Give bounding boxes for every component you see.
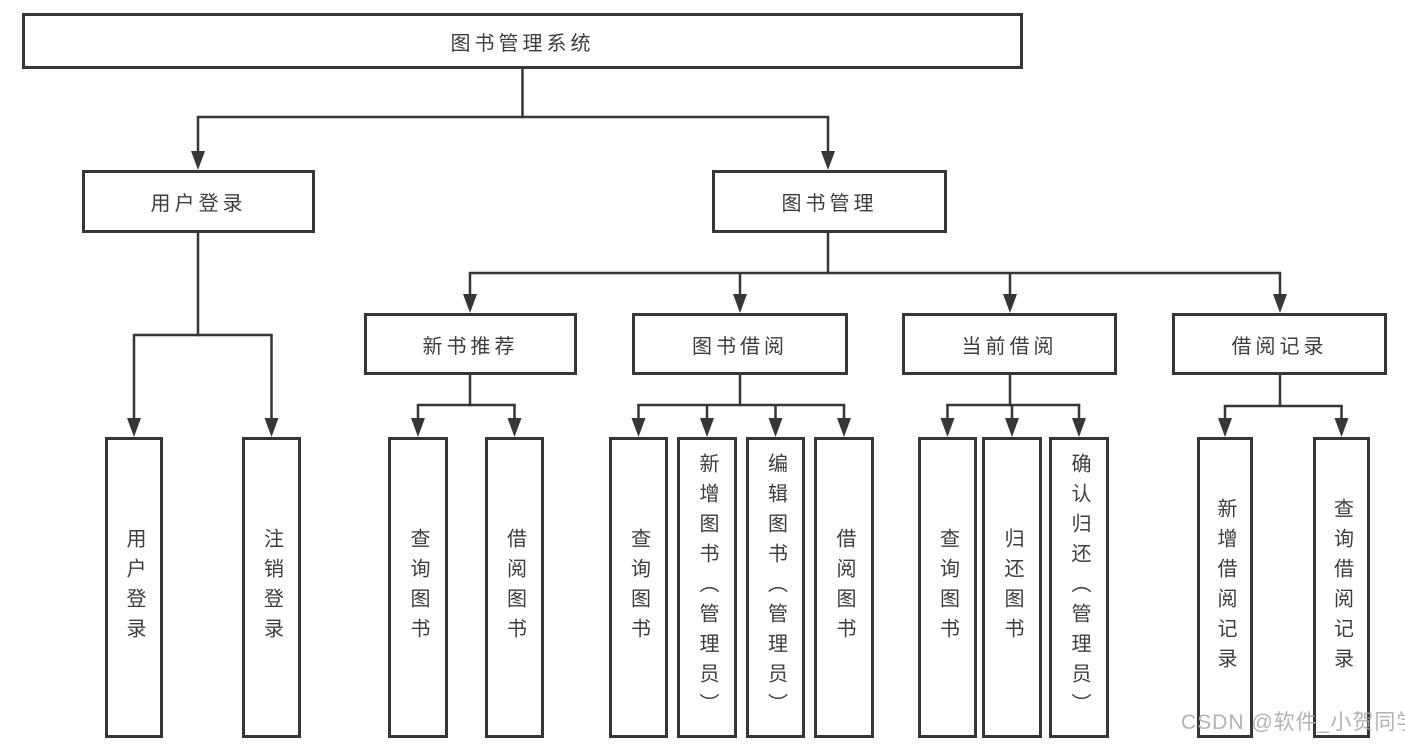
leaf-records-query-record: 查询借阅记录 — [1313, 437, 1370, 738]
leaf-current-confirm-return-admin: 确认归还（管理员） — [1049, 437, 1109, 738]
leaf-current-query-books: 查询图书 — [918, 437, 977, 738]
node-new-book-recommend: 新书推荐 — [364, 313, 577, 375]
leaf-current-query-books-label: 查询图书 — [936, 527, 959, 648]
csdn-watermark: CSDN @软件_小贺同学 — [1181, 711, 1405, 734]
leaf-user-login-label: 用户登录 — [123, 527, 145, 648]
leaf-current-return-books: 归还图书 — [982, 437, 1042, 738]
node-root-label: 图书管理系统 — [450, 32, 595, 55]
node-root: 图书管理系统 — [22, 13, 1023, 69]
leaf-recommend-query-books-label: 查询图书 — [407, 527, 429, 648]
node-book-management-label: 图书管理 — [781, 193, 878, 215]
leaf-borrowing-edit-books-admin: 编辑图书（管理员） — [746, 437, 805, 738]
leaf-borrowing-borrow-books: 借阅图书 — [814, 437, 874, 738]
leaf-user-login: 用户登录 — [105, 437, 163, 738]
leaf-borrowing-borrow-books-label: 借阅图书 — [833, 527, 855, 648]
leaf-recommend-borrow-books-label: 借阅图书 — [503, 527, 526, 648]
node-user-login-label: 用户登录 — [150, 193, 247, 215]
node-current-borrowing-label: 当前借阅 — [961, 335, 1058, 358]
leaf-records-add-record-label: 新增借阅记录 — [1214, 497, 1236, 678]
leaf-logout-label: 注销登录 — [260, 527, 283, 648]
leaf-recommend-query-books: 查询图书 — [388, 437, 448, 738]
leaf-current-return-books-label: 归还图书 — [1001, 527, 1023, 648]
leaf-borrowing-add-books-admin: 新增图书（管理员） — [677, 437, 737, 738]
leaf-recommend-borrow-books: 借阅图书 — [485, 437, 544, 738]
leaf-borrowing-query-books: 查询图书 — [609, 437, 668, 738]
node-borrowing-records: 借阅记录 — [1172, 313, 1387, 375]
node-book-management: 图书管理 — [712, 170, 947, 233]
leaf-borrowing-edit-books-admin-label: 编辑图书（管理员） — [764, 452, 787, 723]
leaf-records-add-record: 新增借阅记录 — [1197, 437, 1253, 738]
leaf-records-query-record-label: 查询借阅记录 — [1330, 497, 1353, 678]
node-new-book-recommend-label: 新书推荐 — [422, 335, 519, 358]
node-book-borrowing: 图书借阅 — [632, 313, 848, 375]
leaf-logout: 注销登录 — [242, 437, 301, 738]
node-user-login: 用户登录 — [82, 170, 315, 233]
leaf-borrowing-add-books-admin-label: 新增图书（管理员） — [696, 452, 718, 723]
node-current-borrowing: 当前借阅 — [902, 313, 1117, 375]
node-book-borrowing-label: 图书借阅 — [692, 335, 788, 358]
leaf-current-confirm-return-admin-label: 确认归还（管理员） — [1068, 452, 1090, 723]
leaf-borrowing-query-books-label: 查询图书 — [627, 527, 650, 648]
node-borrowing-records-label: 借阅记录 — [1231, 335, 1328, 358]
